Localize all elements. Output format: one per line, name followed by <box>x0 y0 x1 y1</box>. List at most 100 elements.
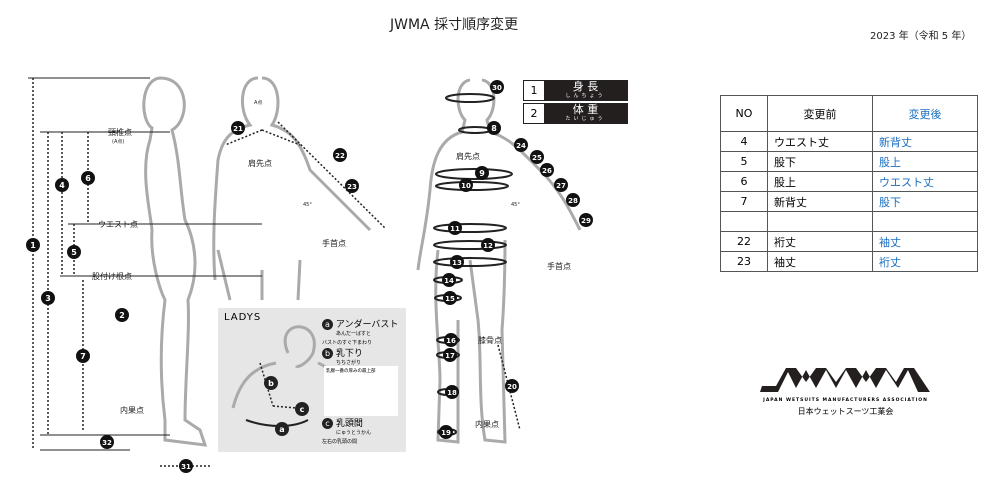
badge-circle <box>100 435 114 449</box>
row-after: 股下 <box>872 191 978 212</box>
underbust-label: アンダーバスト <box>335 320 399 330</box>
badge-circle <box>231 121 245 135</box>
badge-circle <box>530 150 544 164</box>
circumference-lines <box>433 93 513 436</box>
badge-number: 8 <box>491 124 497 133</box>
underbust-desc: バストのすぐ下まわり <box>322 340 373 346</box>
row-before: 袖丈 <box>767 251 873 272</box>
shoulder-point-back-label: 肩先点 <box>248 158 272 168</box>
badge-number: 6 <box>85 174 91 183</box>
badge-number: 18 <box>447 389 457 397</box>
nipple-distance-desc: 左右の乳頭の間 <box>322 439 358 445</box>
badge-circle <box>41 291 55 305</box>
badge-circle <box>443 291 457 305</box>
key-height-reading: しんちょう <box>565 93 606 99</box>
row-before: 新背丈 <box>767 191 873 212</box>
neck-point-label: 頸椎点 <box>108 127 132 137</box>
badge-circle <box>450 255 464 269</box>
badge-number: 9 <box>479 169 485 178</box>
badge-number: 2 <box>119 311 125 320</box>
badge-circle <box>475 166 489 180</box>
front-figure <box>416 78 582 444</box>
logo-english: JAPAN WETSUITS MANUFACTURERS ASSOCIATION <box>763 398 928 403</box>
badge-number: 15 <box>445 295 455 303</box>
row-no: 7 <box>720 191 768 212</box>
badge-b: b <box>268 379 274 388</box>
knee-point-label: 膝骨点 <box>478 335 502 345</box>
badge-number: 21 <box>233 125 243 133</box>
neck-point-sub-label: (A点) <box>112 139 124 145</box>
angle-back-label: 45° <box>303 202 312 208</box>
badge-circle <box>459 178 473 192</box>
badge-number: 4 <box>59 181 65 190</box>
badge-number: 23 <box>347 183 357 191</box>
wrist-point-back-label: 手首点 <box>322 238 346 248</box>
badge-number: 3 <box>45 294 51 303</box>
side-figure <box>142 76 208 447</box>
bust-drop-desc: 乳腺一番の厚みの最上部 <box>324 366 398 416</box>
crotch-point-label: 股付け根点 <box>92 271 132 281</box>
ladys-figure: b c a <box>231 325 340 436</box>
badge-circle <box>179 459 193 473</box>
badge-a-legend: a <box>322 319 333 330</box>
waist-point-label: ウエスト点 <box>98 220 138 229</box>
badge-circle <box>444 333 458 347</box>
row-no <box>720 211 768 232</box>
row-before <box>767 211 873 232</box>
badge-circle <box>481 238 495 252</box>
inner-ankle-label: 内果点 <box>120 405 144 415</box>
badge-number: 11 <box>450 225 460 233</box>
badge-circle <box>490 80 504 94</box>
badge-number: 16 <box>446 337 456 345</box>
row-before: 股上 <box>767 171 873 192</box>
badge-number: 20 <box>507 383 517 391</box>
badge-circle <box>554 178 568 192</box>
key-weight-reading: たいじゅう <box>565 116 606 122</box>
badge-circle <box>566 193 580 207</box>
badge-circle <box>445 385 459 399</box>
badge-a: a <box>279 425 284 434</box>
row-after: 裄丈 <box>872 251 978 272</box>
ladys-panel: b c a LADYS a アンダーバスト あんだーばすと バストのすぐ下まわり… <box>218 308 406 452</box>
row-after: 新背丈 <box>872 131 978 152</box>
table-row <box>720 211 978 232</box>
badge-circle <box>487 121 501 135</box>
row-before: 裄丈 <box>767 231 873 252</box>
wrist-point-front-label: 手首点 <box>547 261 571 271</box>
row-before: ウエスト丈 <box>767 131 873 152</box>
badge-number: 25 <box>532 154 542 162</box>
badge-circle <box>514 138 528 152</box>
badge-number: 19 <box>441 429 451 437</box>
row-after: ウエスト丈 <box>872 171 978 192</box>
jwma-logo: JAPAN WETSUITS MANUFACTURERS ASSOCIATION… <box>758 366 933 417</box>
inner-ankle-front-label: 内果点 <box>475 419 499 429</box>
row-no: 23 <box>720 251 768 272</box>
badge-circle <box>81 171 95 185</box>
badge-number: 30 <box>492 84 502 92</box>
badge-circle <box>55 178 69 192</box>
badge-number: 17 <box>445 352 455 360</box>
bust-drop-label: 乳下り <box>335 349 363 359</box>
key-height-no: 1 <box>524 81 544 100</box>
row-no: 5 <box>720 151 768 172</box>
badge-c-legend: c <box>322 418 333 429</box>
badge-circle <box>443 348 457 362</box>
badge-number: 13 <box>452 259 462 267</box>
badge-number: 5 <box>71 248 77 257</box>
badge-number: 1 <box>30 241 36 250</box>
key-height: 1 身 長しんちょう <box>523 80 628 101</box>
reference-lines <box>28 77 262 451</box>
badge-number: 7 <box>80 352 86 361</box>
page-title: JWMA 採寸順序変更 <box>390 17 519 33</box>
badge-circle <box>579 213 593 227</box>
badge-b-legend: b <box>322 348 333 359</box>
row-before: 股下 <box>767 151 873 172</box>
